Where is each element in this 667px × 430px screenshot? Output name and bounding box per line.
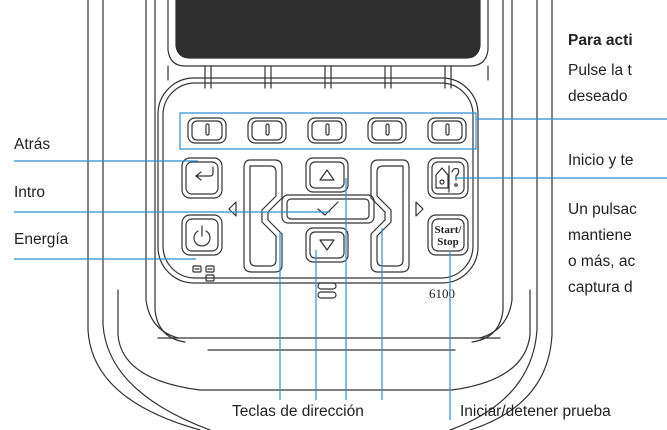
checkmark-icon [317,201,339,216]
home-desc-line3: o más, ac [568,253,636,270]
softkeys-title: Para acti [568,32,633,49]
speaker-slots [317,282,337,299]
start-stop-button[interactable] [427,214,469,256]
callout-leaders [14,112,667,420]
triangle-down-icon [319,239,335,251]
softkey-stems [204,65,452,89]
down-arrow-key[interactable] [305,227,349,263]
softkey-1[interactable] [187,117,227,144]
return-arrow-icon [195,166,214,181]
start-stop-label-line1: Start/ [435,224,463,236]
power-icon [193,225,211,247]
keypad-body [157,77,479,284]
softkeys-desc-line2: deseado [568,88,628,105]
softkey-2[interactable] [247,117,287,144]
start-stop-callout: Iniciar/detener prueba [460,403,611,420]
power-callout: Energía [14,231,69,248]
power-button[interactable] [181,214,223,256]
home-desc-line4: captura d [568,279,633,296]
softkey-3[interactable] [307,117,347,144]
left-arrow-key[interactable] [243,159,283,273]
triangle-up-icon [319,169,335,181]
enter-button[interactable] [281,194,375,224]
triangle-right-icon [415,201,424,217]
start-stop-label-line2: Stop [437,236,458,248]
home-desc-line1: Un pulsac [568,201,637,218]
enter-callout: Intro [14,184,46,201]
softkeys-desc-line1: Pulse la t [568,62,632,79]
up-arrow-key[interactable] [305,157,349,193]
battery-status-icon [192,265,215,282]
arrow-keys-callout: Teclas de dirección [232,403,364,420]
softkeys-bracket [179,112,477,150]
home-desc-line2: mantiene [568,227,632,244]
home-callout: Inicio y te [568,152,634,169]
home-help-icon [435,165,460,193]
softkey-5[interactable] [427,117,467,144]
screen-frame [167,0,489,81]
back-callout: Atrás [14,136,51,153]
device-housing [87,0,553,430]
model-number: 6100 [429,286,455,301]
softkey-4[interactable] [367,117,407,144]
back-button[interactable] [181,157,223,199]
